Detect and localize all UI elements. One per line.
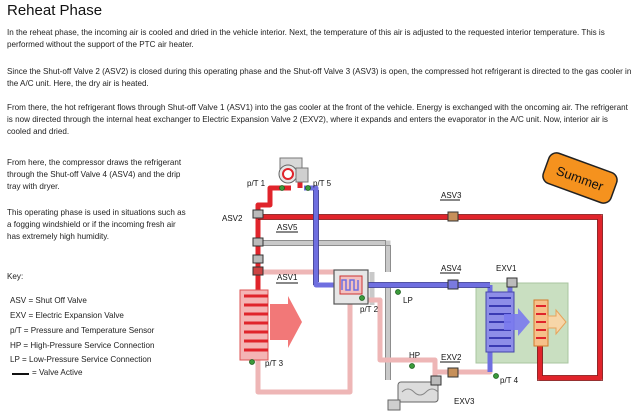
pt5-sensor [305, 185, 311, 191]
asv2-valve [252, 209, 264, 219]
key-item-asv: ASV = Shut Off Valve [10, 296, 87, 305]
cold-line-edges [313, 190, 490, 288]
label-pt4: p/T 4 [500, 376, 519, 385]
ac-gas-cooler [533, 299, 567, 347]
label-pt5: p/T 5 [313, 179, 332, 188]
label-asv1: ASV1 [277, 273, 298, 282]
airflow-arrow-front [270, 296, 302, 348]
hot-line-edges [258, 214, 603, 381]
key-item-lp: LP = Low-Pressure Service Connection [10, 355, 152, 364]
label-asv3: ASV3 [441, 191, 462, 200]
evaporator [485, 291, 530, 353]
asv1-valve [252, 266, 264, 276]
drip-tray-dryer [387, 381, 439, 411]
exv2-valve [447, 367, 459, 378]
exv3-valve [430, 375, 442, 386]
page-title: Reheat Phase [7, 2, 103, 19]
summer-badge: Summer [542, 152, 618, 204]
key-item-exv: EXV = Electric Expansion Valve [10, 311, 124, 320]
asv5b-valve [252, 254, 264, 264]
label-lp: LP [403, 296, 413, 305]
label-pt2: p/T 2 [360, 305, 379, 314]
label-exv2: EXV2 [441, 353, 462, 362]
lp-connection [395, 289, 401, 295]
label-exv3: EXV3 [454, 397, 475, 406]
internal-heat-exchanger [333, 269, 369, 305]
paragraph-valves: Since the Shut-off Valve 2 (ASV2) is clo… [7, 67, 632, 88]
label-asv5: ASV5 [277, 223, 298, 232]
pt3-sensor [249, 359, 255, 365]
asv3-valve [447, 211, 459, 222]
key-title: Key: [7, 272, 24, 281]
asv4-valve [447, 279, 459, 290]
key-item-valve-active: = Valve Active [32, 368, 83, 377]
label-underlines [276, 199, 460, 363]
key-item-hp: HP = High-Pressure Service Connection [10, 341, 155, 350]
pt2-sensor [359, 295, 365, 301]
label-hp: HP [409, 351, 420, 360]
asv5-valve [252, 237, 264, 247]
key-item-pt: p/T = Pressure and Temperature Sensor [10, 326, 155, 335]
sensors [249, 185, 499, 379]
side-text-usage: This operating phase is used in situatio… [7, 208, 186, 241]
pt4-sensor [493, 373, 499, 379]
label-asv2: ASV2 [222, 214, 243, 223]
paragraph-flow: From there, the hot refrigerant flows th… [7, 103, 628, 136]
label-pt3: p/T 3 [265, 359, 284, 368]
valves [252, 209, 518, 386]
exv1-valve [506, 277, 518, 288]
label-exv1: EXV1 [496, 264, 517, 273]
front-gas-cooler [239, 289, 302, 361]
paragraph-intro: In the reheat phase, the incoming air is… [7, 28, 605, 49]
inactive-line-edges [258, 240, 391, 380]
label-pt1: p/T 1 [247, 179, 266, 188]
side-text-compressor: From here, the compressor draws the refr… [7, 158, 182, 191]
compressor [278, 157, 309, 184]
valve-active-line [12, 373, 29, 375]
hp-connection [409, 363, 415, 369]
label-asv4: ASV4 [441, 264, 462, 273]
pt1-sensor [279, 185, 285, 191]
